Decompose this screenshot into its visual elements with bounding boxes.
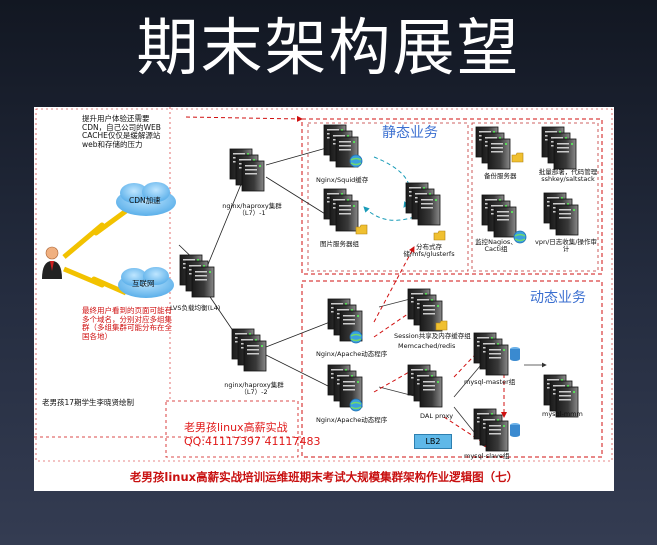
backup-label: 备份服务器 (484, 172, 517, 180)
user-note: 最终用户看到的页面可能有多个域名，分别对应多组集群（多组集群可能分布在全国各地） (82, 306, 172, 341)
globe-icon (349, 330, 363, 344)
haproxy2-server-icon (232, 329, 266, 371)
brand-watermark: 老男孩linux高薪实战 QQ:41117397 41117483 (184, 421, 321, 448)
image-server-icon (324, 189, 358, 231)
dfs-label: 分布式存储/mfs/glusterfs (403, 243, 455, 259)
database-icon (510, 423, 520, 437)
cdn-cloud (116, 182, 176, 216)
batch-label: 批量部署，代码管理 sshkey/saltstack (538, 168, 598, 184)
haproxy1-server-icon (230, 149, 264, 191)
session-label: Session共享及内存缓存组 (394, 332, 471, 340)
haproxy2-label: nginx/haproxy集群（L7）-2 (224, 381, 284, 397)
lvs-label: LVS负载均衡(L4) (170, 304, 221, 312)
batch-server-icon (542, 127, 576, 169)
dal-server-icon (408, 365, 442, 407)
memcache-label: Memcached/redis (398, 342, 456, 350)
cdn-note: 提升用户体验还需要CDN，自己公司的WEB CACHE仅仅是缓解源站web和存储… (82, 114, 161, 149)
master-label: mysql-master组 (464, 378, 516, 386)
database-icon (510, 347, 520, 361)
dal-label: DAL proxy (420, 412, 454, 420)
dfs-server-icon (406, 183, 440, 225)
dynamic-section-title: 动态业务 (530, 290, 586, 306)
vpn-label: vpn/日志收集/操作审计 (535, 238, 597, 254)
backup-server-icon (476, 127, 510, 169)
architecture-diagram: 提升用户体验还需要CDN，自己公司的WEB CACHE仅仅是缓解源站web和存储… (34, 107, 614, 491)
user-icon (42, 246, 62, 279)
globe-icon (349, 398, 363, 412)
monitor-server-icon (482, 195, 516, 237)
folder-icon (511, 152, 524, 163)
monitor-label: 监控Nagios、Cacti组 (475, 238, 517, 254)
master-server-icon (474, 333, 508, 375)
vpn-server-icon (544, 193, 578, 235)
squid-label: Nginx/Squid缓存 (316, 176, 369, 184)
diagram-canvas (34, 107, 613, 462)
static-section-title: 静态业务 (382, 125, 438, 141)
mmm-label: mysql-mmm (542, 410, 583, 418)
folder-icon (433, 230, 446, 241)
haproxy1-label: nginx/haproxy集群（L7）-1 (222, 202, 282, 218)
author-note: 老男孩17期学生李晓贤绘制 (42, 398, 135, 407)
diagram-caption: 老男孩linux高薪实战培训运维班期末考试大规模集群架构作业逻辑图（七） (129, 470, 519, 484)
apache1-label: Nginx/Apache动态程序 (316, 350, 388, 358)
globe-icon (349, 154, 363, 168)
image-label: 图片服务器组 (320, 240, 359, 248)
lb2-box: LB2 (414, 434, 452, 449)
dynamic-region (301, 280, 603, 458)
cdn-cloud-label: CDN加速 (129, 196, 161, 205)
slave-label: mysql-slave组 (464, 452, 510, 460)
internet-cloud-label: 互联网 (132, 279, 155, 288)
apache2-label: Nginx/Apache动态程序 (316, 416, 388, 424)
static-region (301, 118, 603, 275)
slave-server-icon (474, 409, 508, 451)
internet-cloud (118, 267, 174, 298)
slide-title: 期末架构展望 (136, 11, 521, 84)
